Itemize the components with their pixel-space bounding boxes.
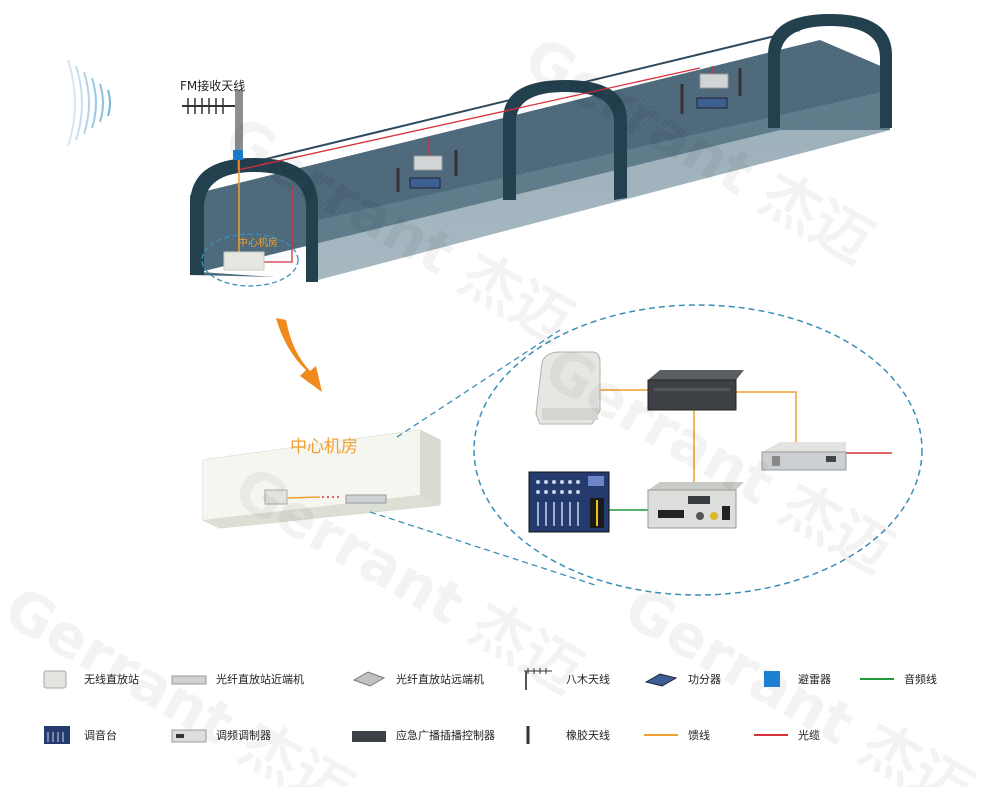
legend-yagi: 八木天线: [520, 668, 610, 690]
broadcast-controller-icon: [352, 731, 386, 742]
legend-label: 光纤直放站近端机: [216, 673, 304, 686]
center-room-small-label: 中心机房: [238, 236, 278, 249]
detail-fm-modulator-icon: [647, 482, 744, 529]
splitter-icon: [644, 673, 678, 687]
legend-broadcast-controller: 应急广播插播控制器: [350, 724, 495, 746]
fm-modulator-icon: [171, 729, 207, 743]
detail-fiber-repeater-near-icon: [761, 442, 847, 471]
wireless-repeater-icon: [43, 670, 67, 689]
legend-label: 光纤直放站远端机: [396, 673, 484, 686]
legend-label: 八木天线: [566, 673, 610, 686]
legend-fiber-near: 光纤直放站近端机: [170, 668, 304, 690]
detail-broadcast-controller-icon: [647, 370, 744, 411]
legend-arrester: 避雷器: [752, 668, 831, 690]
tunnel-room-equipment-icon: [223, 251, 265, 271]
feeder-line-icon: [644, 734, 678, 736]
center-room-label: 中心机房: [290, 437, 358, 457]
zoom-detail-ellipse: [473, 304, 923, 596]
optical-cable-icon: [754, 734, 788, 736]
tunnel-arch-middle: [503, 80, 627, 200]
legend-audio-line: 音频线: [858, 668, 937, 690]
legend-optical-cable: 光缆: [752, 724, 820, 746]
fm-antenna-label: FM接收天线: [180, 78, 245, 93]
room-fiber-near-icon: [345, 494, 387, 504]
lightning-arrester-icon: [764, 671, 780, 687]
yagi-antenna-icon: [524, 668, 552, 690]
zoom-line-top: [396, 329, 561, 438]
room-feeder: [287, 496, 321, 499]
audio-line-icon: [860, 678, 894, 680]
legend-label: 避雷器: [798, 673, 831, 686]
legend-feeder-line: 馈线: [642, 724, 710, 746]
detail-connections: [600, 389, 892, 511]
legend-splitter: 功分器: [642, 668, 721, 690]
legend-wireless-repeater: 无线直放站: [38, 668, 139, 690]
fm-yagi-antenna-icon: [182, 90, 243, 150]
legend-label: 音频线: [904, 673, 937, 686]
zoom-arrow-icon: [276, 318, 322, 392]
legend-mixer: 调音台: [38, 724, 117, 746]
tunnel-remote-unit-2: [680, 68, 742, 114]
legend-label: 调频调制器: [216, 729, 271, 742]
legend-rubber-antenna: 橡胶天线: [520, 724, 610, 746]
rubber-antenna-icon: [526, 726, 530, 744]
mixer-icon: [44, 726, 70, 744]
tunnel-arch-front: [190, 158, 318, 282]
legend-label: 馈线: [688, 729, 710, 742]
legend-fiber-far: 光纤直放站远端机: [350, 668, 484, 690]
room-wireless-repeater-icon: [264, 489, 288, 505]
detail-mixer-icon: [528, 471, 610, 533]
lightning-arrester-icon: [233, 150, 243, 160]
detail-wireless-repeater-icon: [535, 351, 601, 425]
legend: 无线直放站 光纤直放站近端机 光纤直放站远端机 八木天线 功分器 避雷器 音频线…: [30, 668, 980, 768]
legend-label: 功分器: [688, 673, 721, 686]
legend-label: 调音台: [84, 729, 117, 742]
tunnel-remote-unit-1: [396, 150, 458, 192]
legend-label: 无线直放站: [84, 673, 139, 686]
fiber-repeater-near-icon: [171, 675, 207, 685]
zoom-marker-small: [201, 233, 299, 287]
fiber-repeater-far-icon: [352, 671, 386, 687]
optical-cable-tunnel: [237, 66, 713, 263]
legend-label: 应急广播插播控制器: [396, 729, 495, 742]
legend-label: 光缆: [798, 729, 820, 742]
legend-fm-modulator: 调频调制器: [170, 724, 271, 746]
signal-waves-icon: [67, 59, 111, 147]
legend-label: 橡胶天线: [566, 729, 610, 742]
